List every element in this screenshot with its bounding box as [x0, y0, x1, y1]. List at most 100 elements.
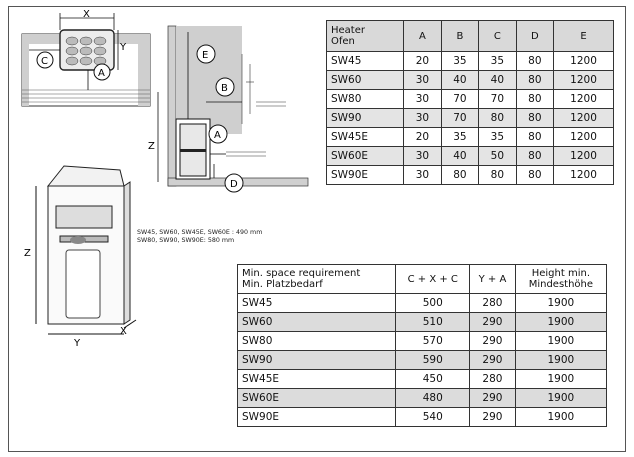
cell: 35: [440, 127, 480, 147]
cell: 80: [478, 108, 517, 128]
cell: 20: [403, 51, 442, 71]
cell-model: SW90: [236, 350, 397, 370]
cell: 290: [469, 388, 516, 408]
label-e: E: [202, 50, 208, 61]
cell: 40: [440, 146, 480, 166]
header-c: C: [478, 20, 517, 52]
cell: 80: [515, 51, 555, 71]
side-view-diagram: E B A D Z: [148, 25, 309, 193]
cell: 80: [440, 165, 480, 185]
label-z-heater: Z: [24, 248, 31, 259]
header-heater-line2: Ofen: [331, 36, 355, 47]
label-a-top: A: [98, 68, 105, 79]
cell: 80: [478, 165, 517, 185]
cell: 570: [395, 331, 471, 351]
top-view-diagram: X Y C A: [21, 9, 151, 107]
header-heater-line1: Heater: [331, 25, 365, 36]
cell: 1200: [553, 89, 614, 109]
cell: 30: [403, 70, 442, 90]
cell-model: SW45: [236, 293, 397, 313]
cell: 20: [403, 127, 442, 147]
label-d: D: [230, 179, 238, 190]
cell: 1900: [514, 407, 608, 427]
dimension-note: SW45, SW60, SW45E, SW60E : 490 mm SW80, …: [137, 229, 262, 245]
header-d: D: [515, 20, 555, 52]
cell: 590: [395, 350, 471, 370]
label-b: B: [221, 83, 228, 94]
header-e: E: [553, 20, 614, 52]
cell: 35: [440, 51, 480, 71]
cell: 280: [469, 369, 516, 389]
cell: 480: [395, 388, 471, 408]
cell: 290: [469, 350, 516, 370]
cell: 80: [515, 108, 555, 128]
cell: 500: [395, 293, 471, 313]
cell-model: SW60: [325, 70, 405, 90]
cell-model: SW45E: [325, 127, 405, 147]
cell: 1200: [553, 146, 614, 166]
header-space-line2: Min. Platzbedarf: [242, 279, 323, 290]
header-a: A: [403, 20, 442, 52]
cell-model: SW90E: [325, 165, 405, 185]
page-frame: [8, 6, 626, 452]
cell-model: SW45E: [236, 369, 397, 389]
header-space: Min. space requirement Min. Platzbedarf: [236, 264, 397, 294]
label-a-side: A: [214, 130, 221, 141]
cell: 30: [403, 165, 442, 185]
cell-model: SW80: [236, 331, 397, 351]
cell: 35: [478, 51, 517, 71]
note-line-2: SW80, SW90, SW90E: 580 mm: [137, 237, 235, 244]
label-y-top: Y: [119, 42, 127, 53]
cell: 80: [515, 70, 555, 90]
header-space-line1: Min. space requirement: [242, 268, 361, 279]
cell: 1200: [553, 165, 614, 185]
label-x-heater: X: [120, 326, 127, 337]
cell: 1200: [553, 127, 614, 147]
cell-model: SW60: [236, 312, 397, 332]
cell: 1900: [514, 293, 608, 313]
cell: 290: [469, 331, 516, 351]
cell: 1900: [514, 350, 608, 370]
header-cxc: C + X + C: [395, 264, 471, 294]
cell-model: SW90: [325, 108, 405, 128]
cell: 80: [515, 127, 555, 147]
table-header-row: Min. space requirement Min. Platzbedarf …: [236, 264, 608, 294]
cell-model: SW45: [325, 51, 405, 71]
header-height-line2: Mindesthöhe: [528, 279, 594, 290]
cell: 1900: [514, 369, 608, 389]
cell: 450: [395, 369, 471, 389]
cell: 1200: [553, 51, 614, 71]
cell: 80: [515, 89, 555, 109]
cell: 1200: [553, 70, 614, 90]
cell-model: SW60E: [325, 146, 405, 166]
table-header-row: Heater Ofen A B C D E: [325, 20, 614, 52]
cell: 70: [440, 89, 480, 109]
cell: 1900: [514, 312, 608, 332]
cell: 70: [440, 108, 480, 128]
cell-model: SW90E: [236, 407, 397, 427]
cell: 30: [403, 89, 442, 109]
header-height: Height min. Mindesthöhe: [514, 264, 608, 294]
cell: 80: [515, 165, 555, 185]
label-z-side: Z: [148, 141, 155, 152]
label-x: X: [83, 9, 90, 20]
cell: 290: [469, 407, 516, 427]
cell: 1900: [514, 331, 608, 351]
cell: 35: [478, 127, 517, 147]
cell: 40: [440, 70, 480, 90]
cell: 290: [469, 312, 516, 332]
cell-model: SW60E: [236, 388, 397, 408]
cell-model: SW80: [325, 89, 405, 109]
header-b: B: [440, 20, 480, 52]
